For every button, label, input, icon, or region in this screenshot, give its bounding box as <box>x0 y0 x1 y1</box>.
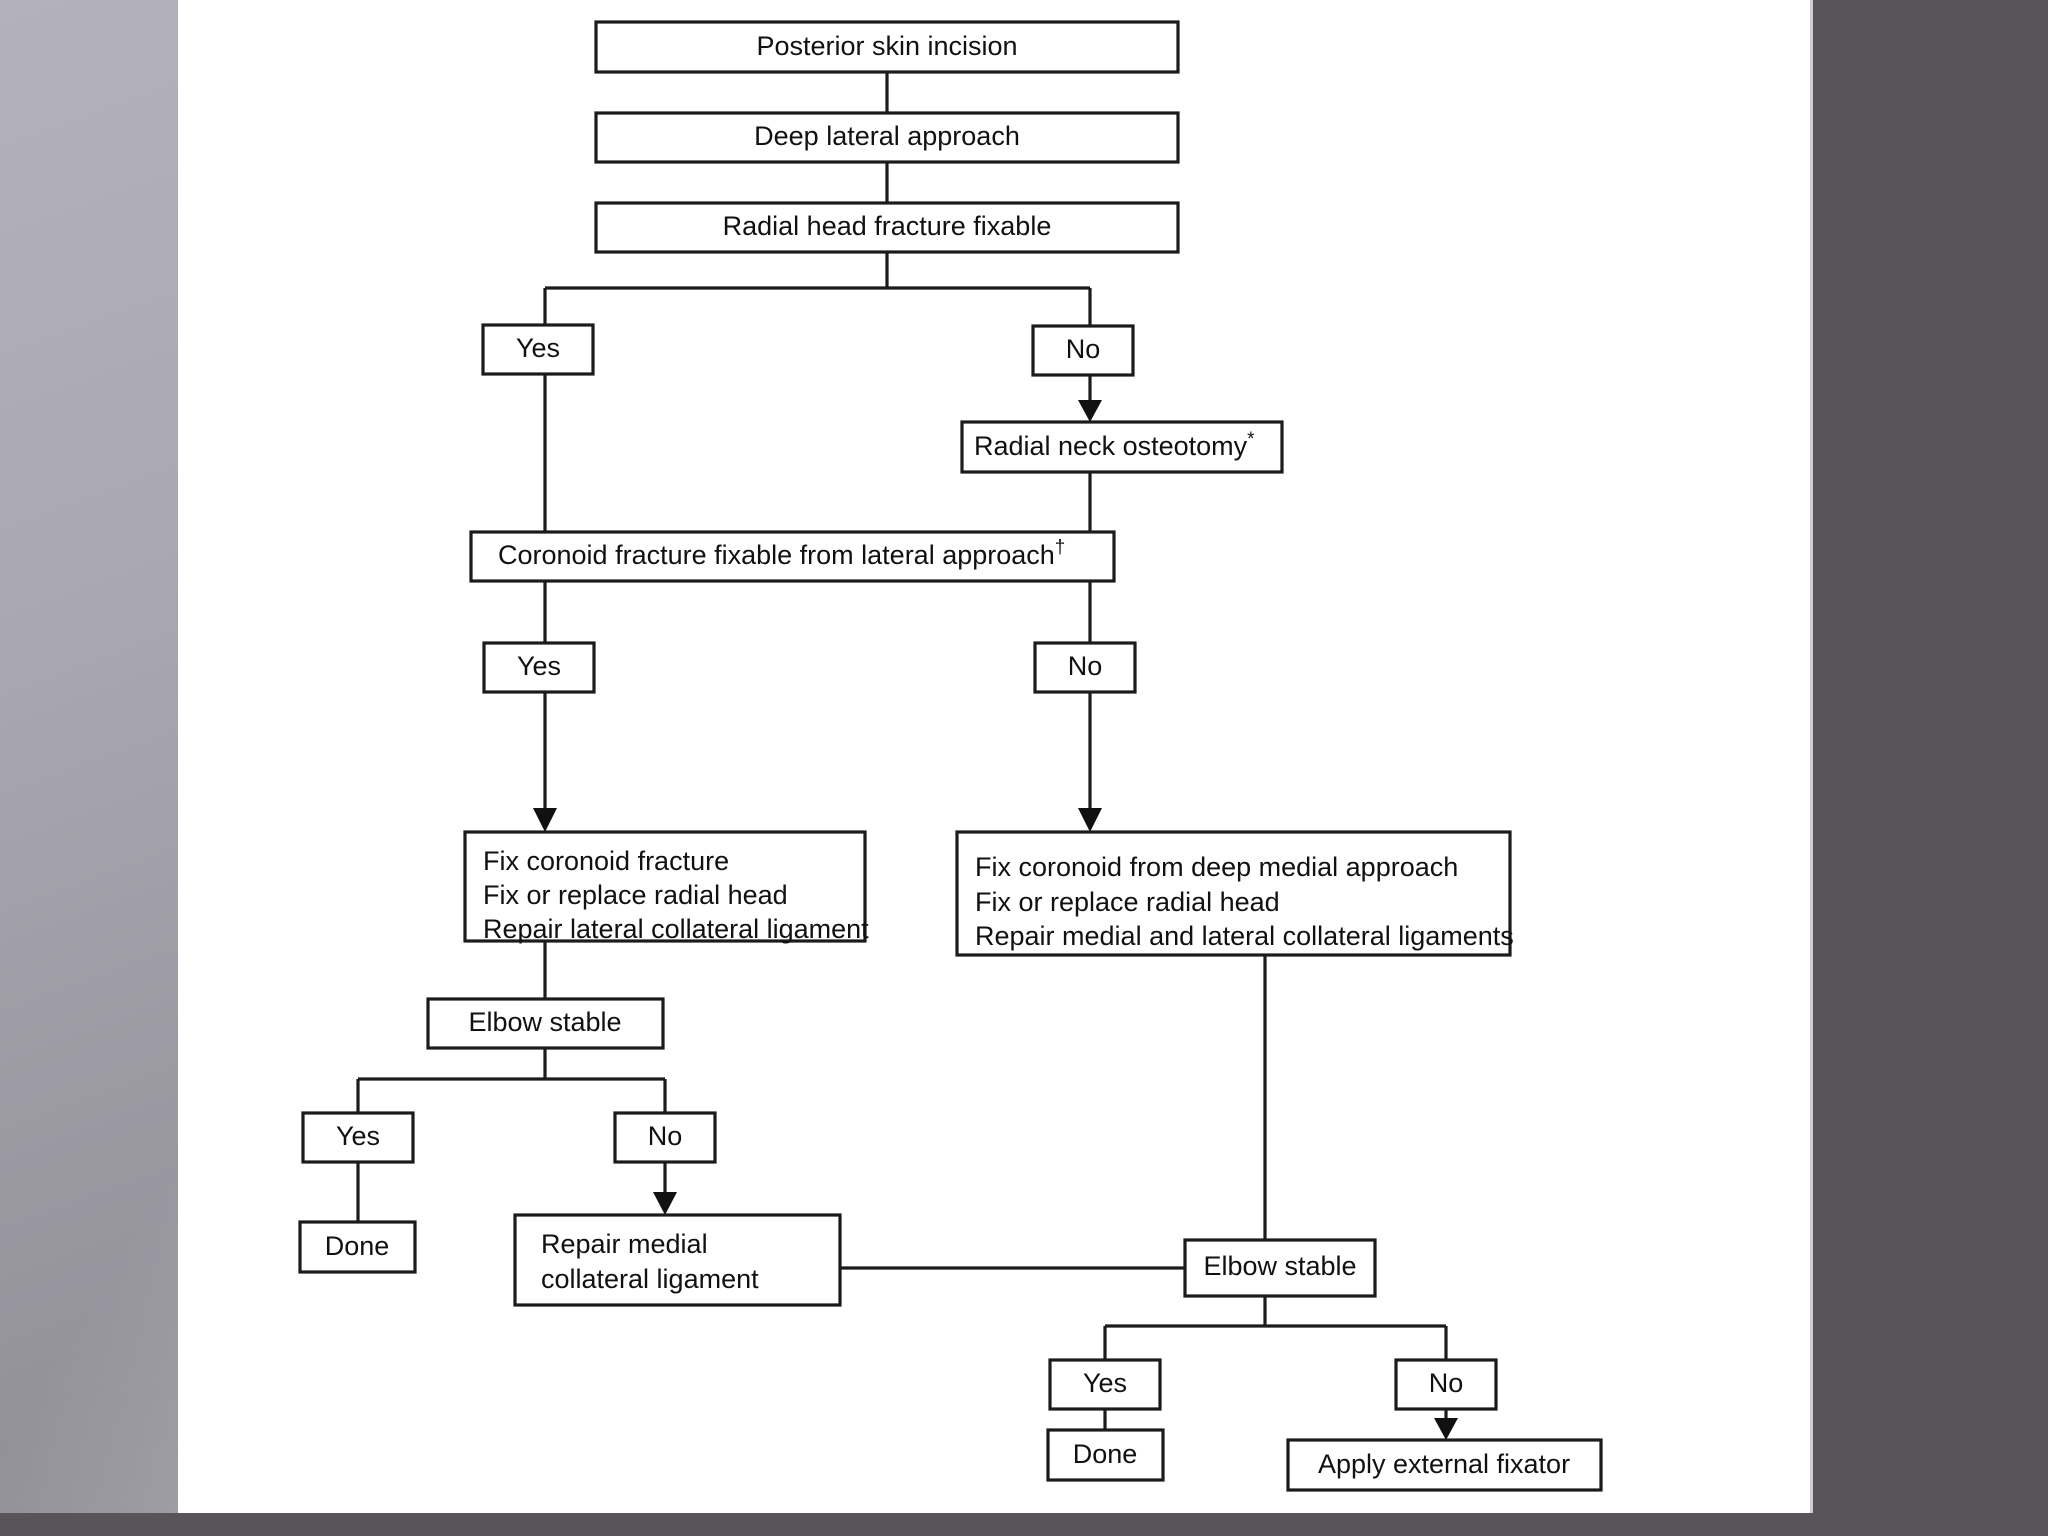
node-no-elbow-left[interactable]: No <box>613 1111 717 1164</box>
node-deep-lateral-approach[interactable]: Deep lateral approach <box>594 111 1180 164</box>
right-panel-backdrop <box>1813 0 2048 1536</box>
node-label: Yes <box>336 1121 380 1151</box>
node-label: Apply external fixator <box>1318 1449 1570 1479</box>
arrowhead-n9-n11 <box>1078 808 1102 832</box>
node-label-line-1: Fix coronoid from deep medial approach <box>975 852 1458 882</box>
bottom-panel-backdrop <box>0 1513 2048 1536</box>
node-label: Elbow stable <box>1203 1251 1356 1281</box>
node-radial-head-fracture-fixable[interactable]: Radial head fracture fixable <box>594 201 1180 254</box>
node-repair-medial-collateral-ligament[interactable]: Repair medial collateral ligament <box>513 1213 842 1307</box>
node-done-right[interactable]: Done <box>1046 1428 1165 1482</box>
node-posterior-skin-incision[interactable]: Posterior skin incision <box>594 20 1180 74</box>
node-label-line-1: Repair medial <box>541 1229 708 1259</box>
node-elbow-stable-right[interactable]: Elbow stable <box>1183 1238 1377 1298</box>
node-label: Done <box>325 1231 390 1261</box>
slide-right-edge <box>1810 0 1813 1513</box>
node-label: No <box>648 1121 683 1151</box>
node-lateral-treatment[interactable]: Fix coronoid fracture Fix or replace rad… <box>463 830 869 944</box>
node-medial-treatment[interactable]: Fix coronoid from deep medial approach F… <box>955 830 1514 957</box>
node-label: Done <box>1073 1439 1138 1469</box>
node-label: Yes <box>517 651 561 681</box>
arrowhead-n8-n10 <box>533 808 557 832</box>
arrowhead-n19-n21 <box>1434 1418 1458 1440</box>
node-done-left[interactable]: Done <box>298 1220 417 1274</box>
node-label-line-2: Fix or replace radial head <box>975 887 1280 917</box>
node-label-line-2: collateral ligament <box>541 1264 759 1294</box>
node-yes-elbow-left[interactable]: Yes <box>301 1111 415 1164</box>
node-label: Yes <box>1083 1368 1127 1398</box>
node-label-line-3: Repair lateral collateral ligament <box>483 914 869 944</box>
node-yes-coronoid[interactable]: Yes <box>482 641 596 694</box>
node-label: Radial head fracture fixable <box>723 211 1052 241</box>
node-label: No <box>1429 1368 1464 1398</box>
node-radial-neck-osteotomy[interactable]: Radial neck osteotomy* <box>960 420 1284 474</box>
node-coronoid-fracture-fixable[interactable]: Coronoid fracture fixable from lateral a… <box>469 530 1116 583</box>
node-elbow-stable-left[interactable]: Elbow stable <box>426 997 665 1050</box>
node-label: Posterior skin incision <box>756 31 1017 61</box>
flowchart: Posterior skin incision Deep lateral app… <box>298 20 1603 1492</box>
node-label: Coronoid fracture fixable from lateral a… <box>498 537 1065 570</box>
node-label-line-2: Fix or replace radial head <box>483 880 788 910</box>
arrowhead-n5-n6 <box>1078 400 1102 422</box>
node-label: Radial neck osteotomy* <box>974 429 1255 461</box>
node-label: No <box>1066 334 1101 364</box>
node-no-elbow-right[interactable]: No <box>1394 1358 1498 1411</box>
node-label: No <box>1068 651 1103 681</box>
node-yes-radial-head[interactable]: Yes <box>481 323 595 376</box>
node-label: Yes <box>516 333 560 363</box>
node-no-radial-head[interactable]: No <box>1031 324 1135 377</box>
node-label-line-3: Repair medial and lateral collateral lig… <box>975 921 1514 951</box>
node-apply-external-fixator[interactable]: Apply external fixator <box>1286 1438 1603 1492</box>
arrowhead-n14-n16 <box>653 1192 677 1215</box>
node-label: Elbow stable <box>468 1007 621 1037</box>
connectors <box>356 72 1458 1440</box>
node-label-line-1: Fix coronoid fracture <box>483 846 729 876</box>
node-label: Deep lateral approach <box>754 121 1020 151</box>
node-yes-elbow-right[interactable]: Yes <box>1048 1358 1162 1411</box>
node-no-coronoid[interactable]: No <box>1033 641 1137 694</box>
